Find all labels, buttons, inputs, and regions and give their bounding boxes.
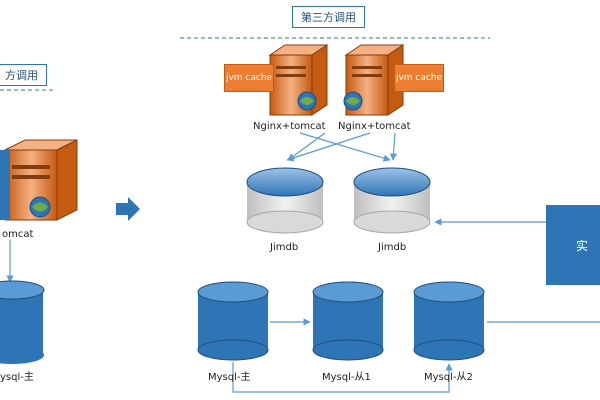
- left-mysql-cylinder: [0, 280, 45, 364]
- mysql-slave1-cylinder: [312, 281, 384, 361]
- left-server-fragment: [0, 150, 10, 220]
- mysql-slave2-cylinder: [413, 281, 485, 361]
- third-party-call-label-left: 方调用: [0, 64, 47, 86]
- jvm-cache-box-2: jvm cache: [394, 64, 444, 92]
- left-tomcat-label: omcat: [2, 229, 34, 240]
- mysql-master-label: Mysql-主: [208, 372, 251, 383]
- side-system-box: 实: [546, 205, 600, 285]
- server-1-icon: [268, 44, 329, 116]
- flow-arrow-icon: [116, 197, 140, 221]
- jvm-cache-box-1: jvm cache: [224, 64, 274, 92]
- jimdb-label-1: Jimdb: [270, 242, 299, 253]
- third-party-call-label: 第三方调用: [292, 6, 365, 28]
- nginx-tomcat-label-1: Nginx+tomcat: [253, 121, 326, 132]
- mysql-master-cylinder: [197, 281, 269, 361]
- left-server-icon: [4, 139, 78, 221]
- left-mysql-label: ysql-主: [0, 372, 34, 383]
- jimdb-2-cylinder: [353, 167, 431, 234]
- jimdb-1-cylinder: [246, 167, 324, 234]
- mysql-slave2-label: Mysql-从2: [424, 372, 473, 383]
- nginx-tomcat-label-2: Nginx+tomcat: [338, 121, 411, 132]
- mysql-slave1-label: Mysql-从1: [322, 372, 371, 383]
- jimdb-label-2: Jimdb: [378, 242, 407, 253]
